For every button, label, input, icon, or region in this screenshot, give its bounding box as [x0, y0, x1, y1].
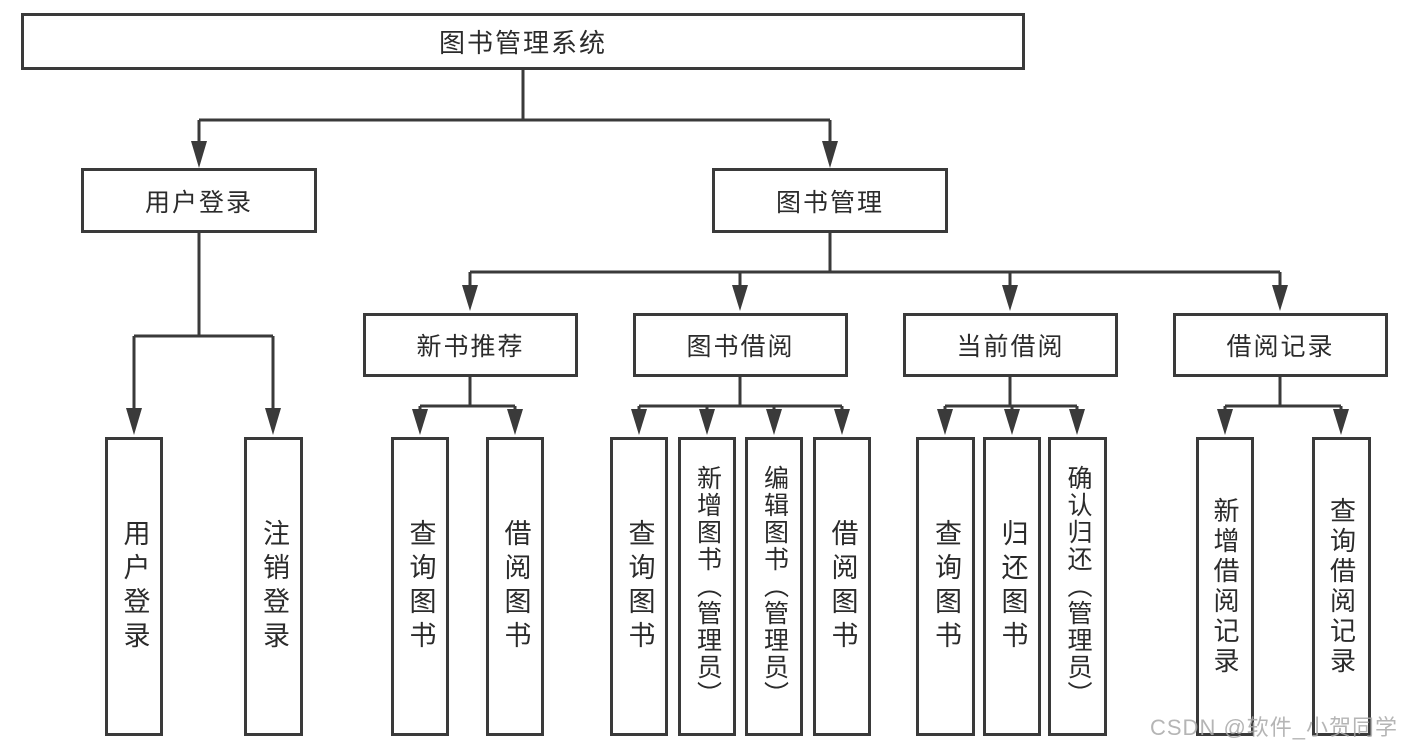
node-label: 注销登录 [259, 518, 289, 655]
node-user-login: 用户登录 [81, 168, 317, 233]
node-library-management-system: 图书管理系统 [21, 13, 1025, 70]
connector-borrow-record-children [1217, 377, 1349, 435]
node-label: 查询图书 [931, 518, 961, 655]
node-label: 新增借阅记录 [1210, 496, 1240, 677]
connector-book-management-children [462, 233, 1288, 311]
leaf-add-book-admin: 新增图书（管理员） [678, 437, 736, 736]
node-label: 确认归还（管理员） [1064, 465, 1092, 708]
leaf-confirm-return-admin: 确认归还（管理员） [1048, 437, 1107, 736]
node-label: 编辑图书（管理员） [760, 465, 789, 708]
node-label: 查询借阅记录 [1326, 496, 1357, 677]
csdn-watermark: CSDN @软件_小贺同学 [1150, 715, 1399, 740]
node-label: 用户登录 [144, 188, 253, 217]
node-label: 借阅记录 [1226, 333, 1335, 361]
leaf-add-borrow-record: 新增借阅记录 [1196, 437, 1254, 736]
leaf-query-books-recommend: 查询图书 [391, 437, 449, 736]
leaf-query-borrow-record: 查询借阅记录 [1312, 437, 1371, 736]
node-label: 查询图书 [624, 518, 655, 655]
node-label: 图书借阅 [686, 333, 795, 361]
node-label: 借阅图书 [827, 518, 858, 655]
leaf-return-books: 归还图书 [983, 437, 1041, 736]
node-book-borrowing: 图书借阅 [633, 313, 848, 377]
node-new-book-recommend: 新书推荐 [363, 313, 578, 377]
node-book-management: 图书管理 [712, 168, 948, 233]
connector-new-book-children [412, 377, 523, 435]
leaf-borrow-books-recommend: 借阅图书 [486, 437, 544, 736]
leaf-edit-book-admin: 编辑图书（管理员） [745, 437, 803, 736]
node-label: 图书管理 [775, 188, 884, 217]
leaf-user-login: 用户登录 [105, 437, 163, 736]
node-borrowing-records: 借阅记录 [1173, 313, 1388, 377]
node-label: 图书管理系统 [438, 28, 607, 58]
node-label: 当前借阅 [956, 333, 1065, 361]
leaf-borrow-books: 借阅图书 [813, 437, 871, 736]
leaf-logout: 注销登录 [244, 437, 303, 736]
node-label: 新增图书（管理员） [693, 465, 722, 708]
node-label: 借阅图书 [500, 518, 531, 655]
leaf-query-books-current: 查询图书 [916, 437, 975, 736]
node-label: 新书推荐 [416, 333, 525, 361]
node-label: 查询图书 [405, 518, 436, 655]
connector-book-borrow-children [631, 377, 850, 435]
node-current-borrowing: 当前借阅 [903, 313, 1118, 377]
node-label: 用户登录 [119, 518, 150, 655]
connector-current-borrow-children [937, 377, 1085, 435]
leaf-query-books-borrow: 查询图书 [610, 437, 668, 736]
node-label: 归还图书 [997, 518, 1028, 655]
connector-user-login-children [126, 233, 281, 435]
connector-root-to-level2 [191, 70, 838, 168]
